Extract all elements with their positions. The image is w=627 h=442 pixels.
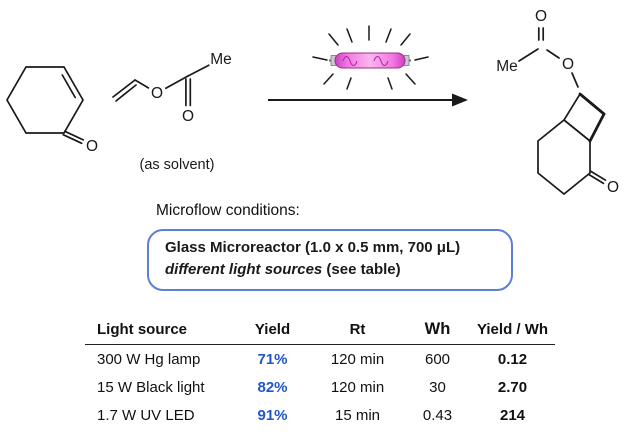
cell-light-source: 300 W Hg lamp [97, 350, 201, 368]
table-header-row: Light source Yield Rt Wh Yield / Wh [85, 314, 555, 345]
cell-rt: 15 min [334, 406, 381, 424]
table-row: 15 W Black light 82% 120 min 30 2.70 [85, 373, 555, 401]
methyl-label: Me [210, 51, 232, 68]
header-yield: Yield [254, 320, 291, 338]
conditions-box-line2-rest: (see table) [322, 261, 401, 278]
as-solvent-label: (as solvent) [140, 157, 215, 173]
cell-rt: 120 min [330, 378, 385, 396]
header-rt: Rt [349, 320, 366, 338]
cell-yield-per-wh: 214 [499, 406, 526, 424]
product-ketone-oxygen-label: O [607, 179, 619, 196]
uv-lamp-icon [312, 25, 429, 90]
ester-oxygen-label: O [151, 85, 163, 102]
ketone-oxygen-label: O [86, 138, 98, 155]
header-yield-per-wh: Yield / Wh [476, 320, 549, 338]
product-ester-oxygen-label: O [562, 56, 574, 73]
cell-yield: 71% [257, 350, 288, 368]
table-row: 1.7 W UV LED 91% 15 min 0.43 214 [85, 401, 555, 429]
reaction-scheme: O O O Me (as solvent) [6, 8, 619, 196]
cell-yield-per-wh: 2.70 [497, 378, 528, 396]
cell-wh: 30 [429, 378, 446, 396]
cell-wh: 0.43 [422, 406, 453, 424]
table-row: 300 W Hg lamp 71% 120 min 600 0.12 [85, 345, 555, 373]
cell-yield: 82% [257, 378, 288, 396]
cell-light-source: 1.7 W UV LED [97, 406, 195, 424]
product-methyl-label: Me [496, 58, 518, 75]
header-wh: Wh [424, 319, 451, 338]
results-table: Light source Yield Rt Wh Yield / Wh 300 … [85, 314, 555, 429]
conditions-box-line2: different light sources (see table) [165, 261, 511, 278]
carbonyl-oxygen-label: O [182, 108, 194, 125]
cell-rt: 120 min [330, 350, 385, 368]
header-light-source: Light source [97, 320, 188, 338]
reaction-arrow [268, 93, 468, 107]
conditions-box-line1: Glass Microreactor (1.0 x 0.5 mm, 700 μL… [165, 239, 461, 256]
cell-yield: 91% [257, 406, 288, 424]
conditions-box-line2-emphasis: different light sources [165, 261, 323, 278]
vinyl-acetate-structure: O O Me (as solvent) [112, 51, 232, 173]
cell-yield-per-wh: 0.12 [497, 350, 528, 368]
cell-light-source: 15 W Black light [97, 378, 205, 396]
cell-wh: 600 [424, 350, 451, 368]
product-acetyl-oxygen-label: O [535, 8, 547, 25]
microflow-conditions-heading: Microflow conditions: [156, 202, 300, 219]
product-structure: O Me O O [496, 8, 619, 196]
cyclohexenone-structure: O [6, 66, 98, 155]
conditions-box: Glass Microreactor (1.0 x 0.5 mm, 700 μL… [147, 229, 513, 291]
